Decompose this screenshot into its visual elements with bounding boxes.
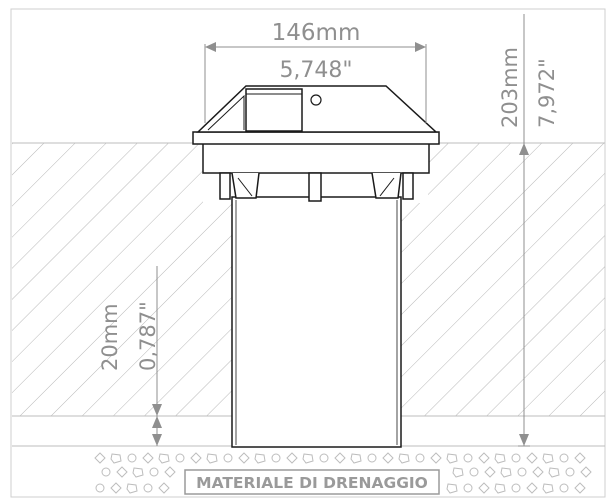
gravel-stone xyxy=(430,452,442,464)
gravel-stone xyxy=(127,453,137,463)
gravel-stone xyxy=(302,453,314,464)
width-in-label: 5,748" xyxy=(279,58,352,83)
drainage-label: MATERIALE DI DRENAGGIO xyxy=(196,474,428,492)
gravel-stone xyxy=(223,453,233,463)
clip-right xyxy=(402,172,414,200)
fixture-head-inner xyxy=(207,94,245,131)
tab-left xyxy=(231,172,260,199)
gravel-stone xyxy=(164,466,176,478)
gravel-stone xyxy=(415,453,425,463)
gravel-stone xyxy=(574,452,586,464)
gravel-stone xyxy=(526,482,538,494)
gravel-stone xyxy=(532,466,544,478)
gravel-stone xyxy=(158,482,170,494)
dimension-drain xyxy=(152,266,162,446)
gravel-stone xyxy=(158,453,170,464)
gravel-stone xyxy=(149,467,159,477)
gravel-stone xyxy=(398,453,410,464)
gravel-stone xyxy=(463,483,473,493)
gravel-stone xyxy=(367,453,377,463)
height-in-label: 7,972" xyxy=(535,58,559,128)
gravel-stone xyxy=(254,453,266,464)
fixture-body xyxy=(231,196,402,448)
gravel-stone xyxy=(350,453,362,464)
gravel-stone xyxy=(206,453,218,464)
gravel-stone xyxy=(382,452,394,464)
gravel-stone xyxy=(142,452,154,464)
gravel-stone xyxy=(542,453,554,464)
gravel-stone xyxy=(446,453,458,464)
gravel-stone xyxy=(500,467,512,478)
gravel-stone xyxy=(132,467,144,478)
dimension-width xyxy=(204,42,427,123)
gravel-stone xyxy=(559,453,569,463)
drain-mm-label: 20mm xyxy=(98,303,122,371)
tab-right-diag xyxy=(379,177,395,197)
gravel-stone xyxy=(143,483,153,493)
gravel-stone xyxy=(494,483,506,494)
gravel-stone xyxy=(511,453,521,463)
gravel-stone xyxy=(517,467,527,477)
gravel-stone xyxy=(580,466,592,478)
fixture-screw xyxy=(310,94,322,106)
drainage-label-box xyxy=(184,469,440,495)
clip-left xyxy=(219,172,231,200)
dimension-height xyxy=(518,14,530,447)
gravel-stone xyxy=(574,482,586,494)
gravel-stone xyxy=(484,466,496,478)
gravel-stone xyxy=(511,483,521,493)
fixture-top-plate xyxy=(192,131,440,145)
gravel-stone xyxy=(559,483,569,493)
gravel-stone xyxy=(94,452,106,464)
gravel-stone xyxy=(116,466,128,478)
width-mm-label: 146mm xyxy=(272,20,361,46)
gravel-stone xyxy=(526,452,538,464)
gravel-stone xyxy=(286,452,298,464)
fixture-collar xyxy=(202,142,430,174)
gravel-stone xyxy=(126,483,138,494)
gravel-stone xyxy=(463,453,473,463)
tab-left-diag xyxy=(237,177,253,197)
light-fixture xyxy=(192,85,440,448)
drain-in-label: 0,787" xyxy=(136,301,160,371)
gravel-stone xyxy=(452,467,464,478)
gravel-stone xyxy=(95,483,105,493)
gravel-stone xyxy=(478,482,490,494)
gravel-stone xyxy=(565,467,575,477)
gravel-stone xyxy=(548,467,560,478)
clip-center xyxy=(308,172,322,202)
gravel-stone xyxy=(319,453,329,463)
gravel-stone xyxy=(175,453,185,463)
gravel-stone xyxy=(446,483,458,494)
fixture-window xyxy=(245,88,303,132)
gravel-pattern xyxy=(94,452,592,494)
fixture-head xyxy=(196,85,438,133)
gravel-stone xyxy=(542,483,554,494)
gravel-stone xyxy=(494,453,506,464)
tab-right xyxy=(371,172,402,199)
gravel-stone xyxy=(110,482,122,494)
gravel-stone xyxy=(478,452,490,464)
gravel-stone xyxy=(469,467,479,477)
height-mm-label: 203mm xyxy=(498,47,522,128)
gravel-stone xyxy=(110,453,122,464)
gravel-stone xyxy=(238,452,250,464)
gravel-stone xyxy=(271,453,281,463)
gravel-stone xyxy=(190,452,202,464)
gravel-stone xyxy=(334,452,346,464)
gravel-stone xyxy=(101,467,111,477)
